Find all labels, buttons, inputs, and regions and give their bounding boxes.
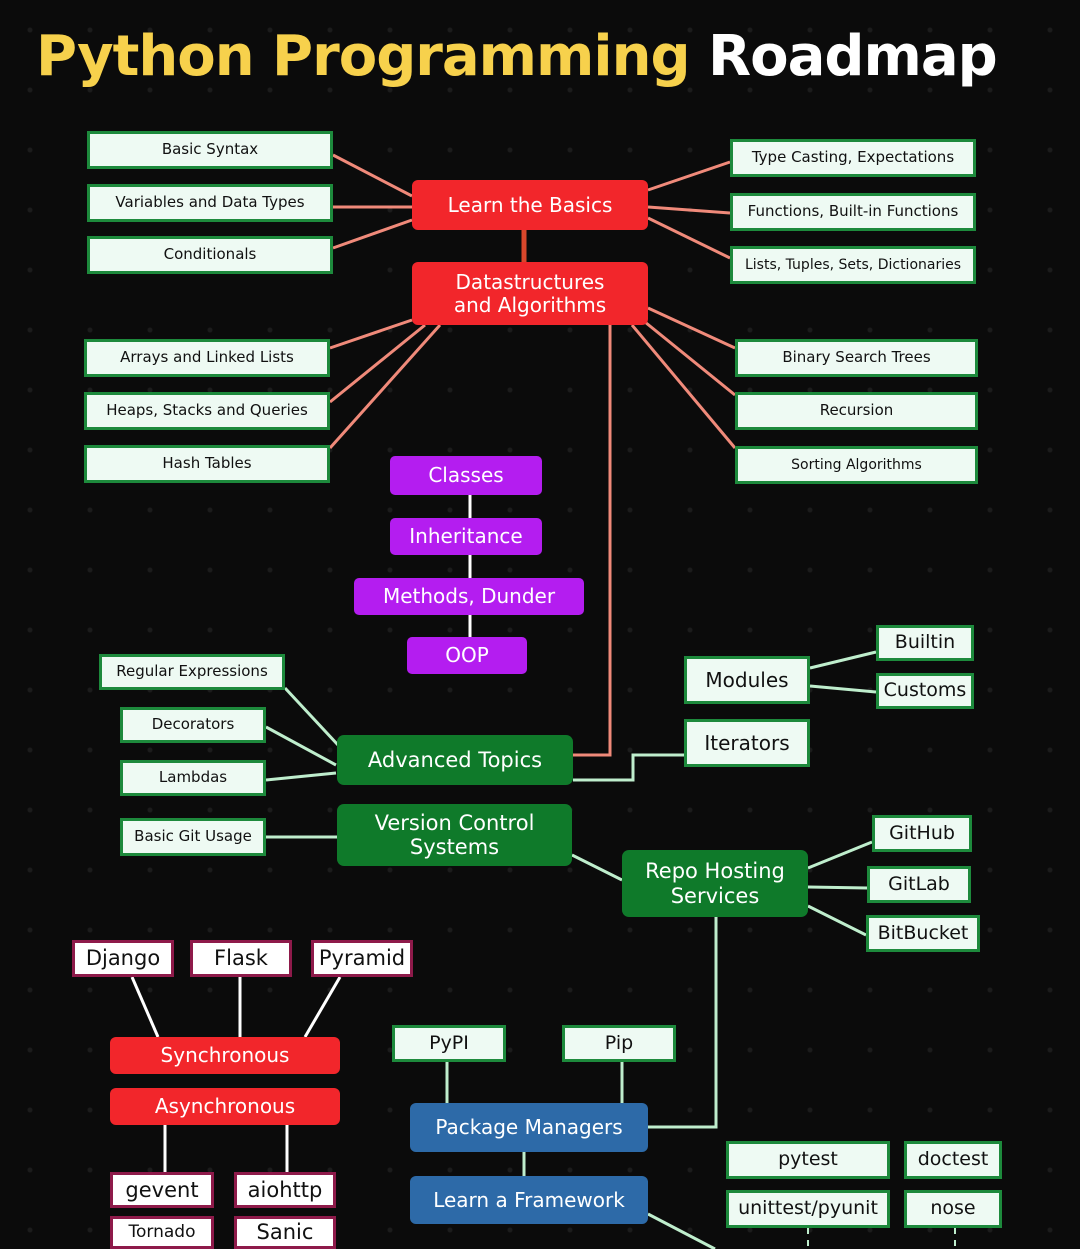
- topic-customs: Customs: [876, 673, 974, 709]
- topic-decorators: Decorators: [120, 707, 266, 743]
- topic-unittest: unittest/pyunit: [726, 1190, 890, 1228]
- framework-flask: Flask: [190, 940, 292, 977]
- node-version-control-systems: Version Control Systems: [337, 804, 572, 866]
- topic-gitlab: GitLab: [867, 866, 971, 903]
- topic-pip: Pip: [562, 1025, 676, 1062]
- framework-django: Django: [72, 940, 174, 977]
- topic-arrays-linked-lists: Arrays and Linked Lists: [84, 339, 330, 377]
- node-methods-dunder: Methods, Dunder: [354, 578, 584, 615]
- topic-binary-search-trees: Binary Search Trees: [735, 339, 978, 377]
- framework-aiohttp: aiohttp: [234, 1172, 336, 1208]
- node-synchronous: Synchronous: [110, 1037, 340, 1074]
- node-inheritance: Inheritance: [390, 518, 542, 555]
- node-asynchronous: Asynchronous: [110, 1088, 340, 1125]
- node-package-managers: Package Managers: [410, 1103, 648, 1152]
- topic-pypi: PyPI: [392, 1025, 506, 1062]
- topic-basic-git-usage: Basic Git Usage: [120, 818, 266, 856]
- page-title: Python Programming Roadmap: [36, 22, 998, 92]
- topic-heaps-stacks: Heaps, Stacks and Queries: [84, 392, 330, 430]
- topic-iterators: Iterators: [684, 719, 810, 767]
- topic-basic-syntax: Basic Syntax: [87, 131, 333, 169]
- title-part-1: Python Programming: [36, 24, 691, 89]
- topic-lambdas: Lambdas: [120, 760, 266, 796]
- topic-builtin: Builtin: [876, 625, 974, 661]
- node-datastructures-algorithms: Datastructures and Algorithms: [412, 262, 648, 325]
- framework-gevent: gevent: [110, 1172, 214, 1208]
- node-oop: OOP: [407, 637, 527, 674]
- node-repo-hosting-services: Repo Hosting Services: [622, 850, 808, 917]
- topic-type-casting: Type Casting, Expectations: [730, 139, 976, 177]
- topic-nose: nose: [904, 1190, 1002, 1228]
- topic-variables-data-types: Variables and Data Types: [87, 184, 333, 222]
- title-part-2: Roadmap: [708, 24, 998, 89]
- node-learn-the-basics: Learn the Basics: [412, 180, 648, 230]
- topic-pytest: pytest: [726, 1141, 890, 1179]
- node-classes: Classes: [390, 456, 542, 495]
- topic-lists-tuples: Lists, Tuples, Sets, Dictionaries: [730, 246, 976, 284]
- topic-modules: Modules: [684, 656, 810, 704]
- topic-functions: Functions, Built-in Functions: [730, 193, 976, 231]
- topic-bitbucket: BitBucket: [866, 915, 980, 952]
- topic-github: GitHub: [872, 815, 972, 852]
- topic-sorting-algorithms: Sorting Algorithms: [735, 446, 978, 484]
- framework-sanic: Sanic: [234, 1216, 336, 1249]
- topic-regular-expressions: Regular Expressions: [99, 654, 285, 690]
- framework-pyramid: Pyramid: [311, 940, 413, 977]
- topic-doctest: doctest: [904, 1141, 1002, 1179]
- topic-recursion: Recursion: [735, 392, 978, 430]
- framework-tornado: Tornado: [110, 1216, 214, 1249]
- topic-conditionals: Conditionals: [87, 236, 333, 274]
- node-advanced-topics: Advanced Topics: [337, 735, 573, 785]
- node-learn-a-framework: Learn a Framework: [410, 1176, 648, 1224]
- topic-hash-tables: Hash Tables: [84, 445, 330, 483]
